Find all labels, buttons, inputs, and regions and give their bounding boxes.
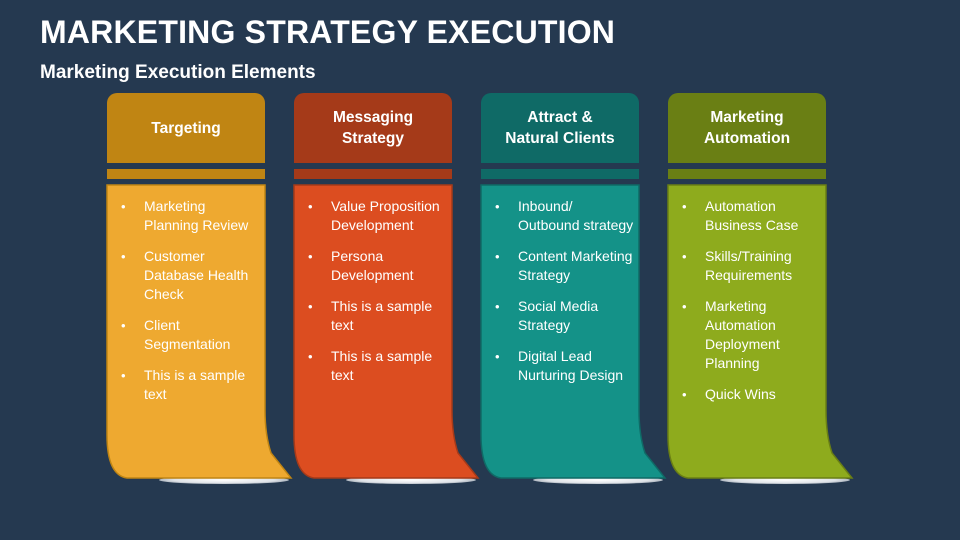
bullet-list: • Value Proposition Development • Persona D… [294, 197, 452, 397]
list-item: • Value Proposition Development [294, 197, 452, 235]
callout-shadow [346, 476, 476, 484]
list-item-text: Social Media Strategy [518, 298, 599, 333]
column-header: Messaging Strategy [294, 93, 452, 163]
callout-shadow [159, 476, 289, 484]
column-3: Attract & Natural Clients • Inbound/ Outbo… [480, 93, 667, 493]
list-item-text: Marketing Planning Review [144, 198, 249, 233]
list-item: • Automation Business Case [668, 197, 826, 235]
list-item-text: Value Proposition Development [331, 198, 440, 233]
bullet-icon: • [682, 387, 687, 402]
list-item: • Digital Lead Nurturing Design [481, 347, 639, 385]
list-item-text: Inbound/ Outbound strategy [518, 198, 634, 233]
callout-body-shape [667, 184, 854, 479]
page-subtitle: Marketing Execution Elements [40, 62, 316, 83]
list-item: • Client Segmentation [107, 316, 265, 354]
list-item: • Skills/Training Requirements [668, 247, 826, 285]
list-item-text: Content Marketing Strategy [518, 248, 633, 283]
list-item-text: This is a sample text [144, 367, 246, 402]
bullet-icon: • [121, 318, 126, 333]
callout-body-shape [480, 184, 667, 479]
list-item-text: Quick Wins [705, 386, 776, 402]
column-header: Marketing Automation [668, 93, 826, 163]
bullet-icon: • [682, 199, 687, 214]
bullet-icon: • [121, 249, 126, 264]
column-header: Targeting [107, 93, 265, 163]
header-divider-strip [668, 169, 826, 179]
header-divider-strip [481, 169, 639, 179]
callout-shadow [720, 476, 850, 484]
bullet-icon: • [308, 299, 313, 314]
column-4: Marketing Automation • Automation Business… [667, 93, 854, 493]
bullet-icon: • [121, 368, 126, 383]
column-header: Attract & Natural Clients [481, 93, 639, 163]
list-item: • This is a sample text [107, 366, 265, 404]
list-item: • Social Media Strategy [481, 297, 639, 335]
bullet-icon: • [121, 199, 126, 214]
callout-shadow [533, 476, 663, 484]
bullet-list: • Automation Business Case • Skills/Trainin… [668, 197, 826, 416]
column-2: Messaging Strategy • Value Proposition Dev… [293, 93, 480, 493]
bullet-icon: • [495, 249, 500, 264]
list-item: • Inbound/ Outbound strategy [481, 197, 639, 235]
bullet-icon: • [308, 199, 313, 214]
list-item: • Quick Wins [668, 385, 826, 404]
list-item-text: Skills/Training Requirements [705, 248, 793, 283]
list-item: • Persona Development [294, 247, 452, 285]
list-item-text: Marketing Automation Deployment Planning [705, 298, 780, 371]
list-item: • Content Marketing Strategy [481, 247, 639, 285]
list-item: • Marketing Planning Review [107, 197, 265, 235]
column-1: Targeting • Marketing Planning Review • Cust… [106, 93, 293, 493]
bullet-icon: • [495, 299, 500, 314]
list-item-text: This is a sample text [331, 298, 433, 333]
list-item: • Marketing Automation Deployment Plannin… [668, 297, 826, 373]
list-item-text: Client Segmentation [144, 317, 231, 352]
list-item-text: This is a sample text [331, 348, 433, 383]
list-item: • Customer Database Health Check [107, 247, 265, 304]
list-item: • This is a sample text [294, 297, 452, 335]
callout-body-shape [293, 184, 480, 479]
list-item-text: Digital Lead Nurturing Design [518, 348, 624, 383]
bullet-icon: • [308, 249, 313, 264]
bullet-icon: • [495, 349, 500, 364]
bullet-icon: • [308, 349, 313, 364]
list-item: • This is a sample text [294, 347, 452, 385]
bullet-list: • Marketing Planning Review • Customer Data… [107, 197, 265, 416]
list-item-text: Customer Database Health Check [144, 248, 249, 302]
bullet-list: • Inbound/ Outbound strategy • Content Mark… [481, 197, 639, 397]
page-title: MARKETING STRATEGY EXECUTION [40, 14, 616, 50]
list-item-text: Automation Business Case [705, 198, 799, 233]
list-item-text: Persona Development [331, 248, 414, 283]
callout-body-shape [106, 184, 293, 479]
header-divider-strip [107, 169, 265, 179]
bullet-icon: • [682, 299, 687, 314]
bullet-icon: • [682, 249, 687, 264]
bullet-icon: • [495, 199, 500, 214]
header-divider-strip [294, 169, 452, 179]
